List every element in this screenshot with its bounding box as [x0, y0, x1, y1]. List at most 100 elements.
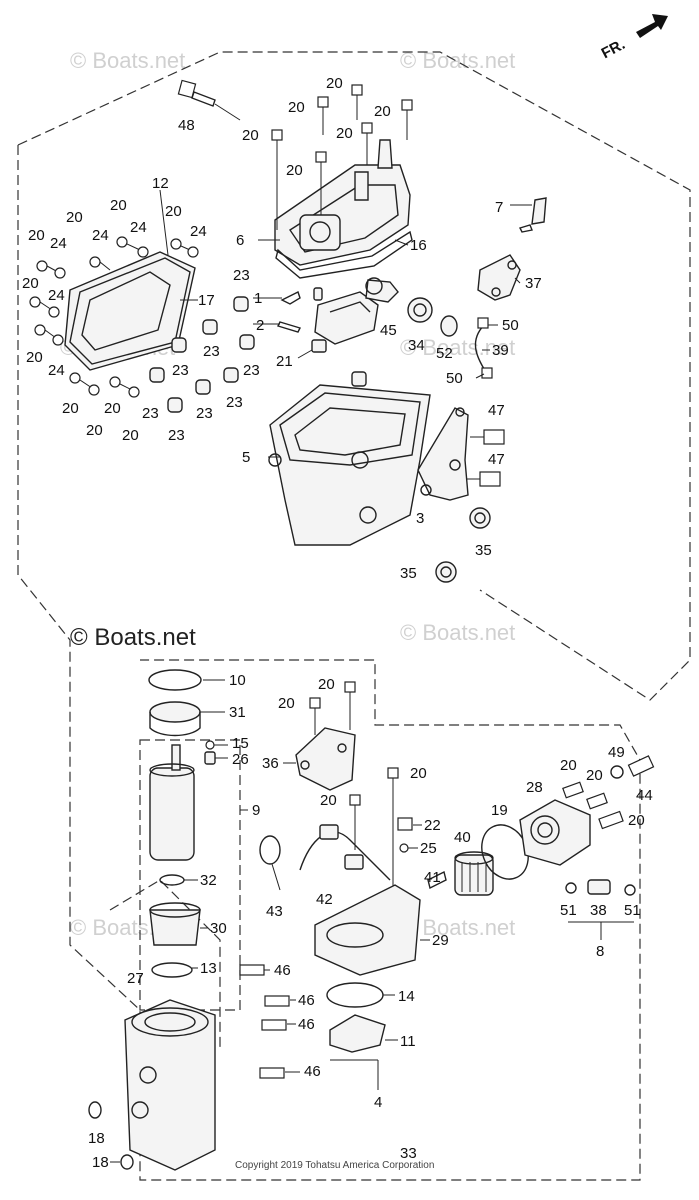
callout: 48 [178, 117, 195, 134]
callout: 28 [526, 779, 543, 796]
fuel-fitting-45 [365, 277, 399, 303]
pump-group-link [109, 879, 221, 1050]
callout: 46 [274, 962, 291, 979]
callout: 33 [400, 1145, 417, 1162]
callout: 13 [200, 960, 217, 977]
watermark-center-right: © Boats.net [400, 620, 515, 645]
callout: 20 [288, 99, 305, 116]
filter-30 [149, 902, 201, 946]
callout: 20 [66, 209, 83, 226]
callout: 50 [502, 317, 519, 334]
callout: 21 [276, 353, 293, 370]
callout: 17 [198, 292, 215, 309]
callout: 20 [628, 812, 645, 829]
watermark-top-left: © Boats.net [70, 48, 185, 73]
callout: 20 [320, 792, 337, 809]
callout: 41 [424, 869, 441, 886]
callout: 24 [50, 235, 67, 252]
bolt-20-center [309, 681, 399, 900]
bolt-group-left [29, 236, 199, 398]
callout: 20 [104, 400, 121, 417]
callout: 46 [298, 992, 315, 1009]
callout: 51 [560, 902, 577, 919]
callout: 23 [233, 267, 250, 284]
pump-housing-27 [124, 999, 216, 1171]
leader-lines [159, 189, 634, 1090]
fuel-connector-28 [519, 799, 591, 866]
callout: 31 [229, 704, 246, 721]
o-ring-13 [151, 962, 193, 978]
callout: 35 [400, 565, 417, 582]
bolt-47-group [466, 429, 505, 487]
grommet-group [149, 296, 255, 413]
washer-49 [610, 765, 624, 779]
callout: 20 [22, 275, 39, 292]
callout: 2 [256, 317, 264, 334]
callout: 26 [232, 751, 249, 768]
filter-case-29 [314, 884, 421, 976]
front-label: FR. [599, 36, 628, 62]
assembly-boundary-outer [17, 145, 641, 1181]
callout: 37 [525, 275, 542, 292]
callout: 29 [432, 932, 449, 949]
callout: 20 [26, 349, 43, 366]
callout: 20 [586, 767, 603, 784]
callout: 23 [203, 343, 220, 360]
callout: 20 [318, 676, 335, 693]
vapor-separator-cover [274, 139, 411, 266]
callout: 20 [326, 75, 343, 92]
callout: 11 [400, 1033, 416, 1050]
hose-39 [474, 317, 493, 379]
callout: 20 [62, 400, 79, 417]
callout: 4 [374, 1094, 382, 1111]
callout: 20 [278, 695, 295, 712]
callout: 14 [398, 988, 415, 1005]
callout: 22 [424, 817, 441, 834]
callout: 38 [590, 902, 607, 919]
callout: 15 [232, 735, 249, 752]
callout: 23 [142, 405, 159, 422]
bolt-44 [627, 755, 655, 777]
callout: 39 [492, 342, 509, 359]
callout: 34 [408, 337, 425, 354]
watermark-mid-right: © Boats.net [400, 335, 515, 360]
callout: 32 [200, 872, 217, 889]
retainer-31 [149, 701, 201, 737]
watermark-center: © Boats.net [70, 624, 196, 651]
callout: 18 [92, 1154, 109, 1171]
callout: 25 [420, 840, 437, 857]
callout: 20 [122, 427, 139, 444]
callout: 20 [165, 203, 182, 220]
front-direction-arrow-icon: FR. [599, 14, 668, 62]
plate-11 [329, 1014, 386, 1053]
clamp-43 [259, 835, 281, 891]
callout: 24 [130, 219, 147, 236]
callout: 6 [236, 232, 244, 249]
fuel-filter-40 [454, 851, 494, 896]
watermark-bottom-right: © Boats.net [400, 915, 515, 940]
callout: 24 [190, 223, 207, 240]
callout-labels: 48 20 20 20 20 20 20 12 7 6 16 37 20 20 … [22, 75, 653, 1171]
bracket-36 [295, 727, 356, 791]
nut-35-group [435, 507, 491, 583]
callout: 20 [410, 765, 427, 782]
bolt-20-right [562, 781, 624, 830]
callout: 46 [298, 1016, 315, 1033]
bracket-3 [417, 407, 469, 501]
callout: 16 [410, 237, 427, 254]
callout: 12 [152, 175, 169, 192]
copyright-notice: Copyright 2019 Tohatsu America Corporati… [235, 1160, 434, 1171]
callout: 35 [475, 542, 492, 559]
callout: 27 [127, 970, 144, 987]
callout: 23 [243, 362, 260, 379]
callout: 42 [316, 891, 333, 908]
callout: 20 [86, 422, 103, 439]
bracket-37 [477, 254, 521, 301]
callout: 8 [596, 943, 604, 960]
callout: 49 [608, 744, 625, 761]
callout: 5 [242, 449, 250, 466]
wire-harness-42 [299, 824, 391, 881]
washer-18-group [88, 1101, 134, 1170]
callout: 23 [196, 405, 213, 422]
